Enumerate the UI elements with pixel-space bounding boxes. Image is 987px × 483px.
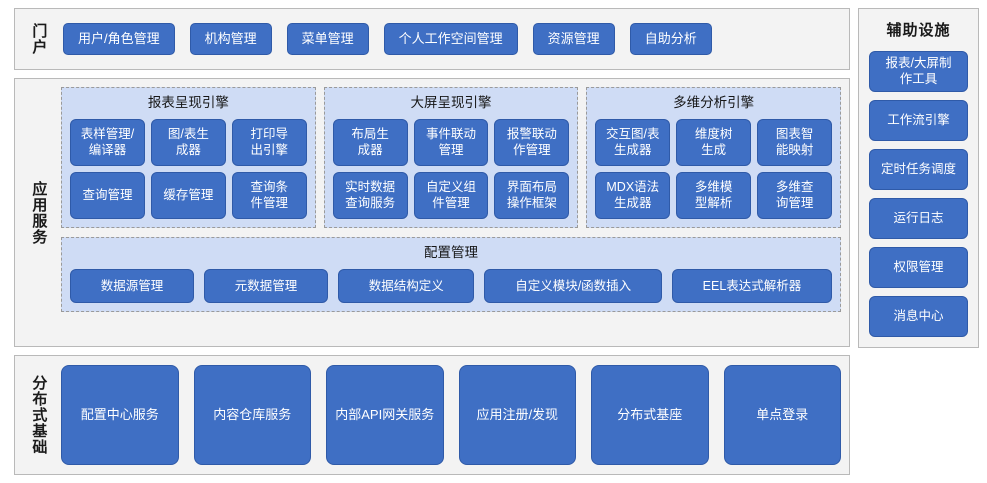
config-management-tiles: 数据源管理 元数据管理 数据结构定义 自定义模块/函数插入 EEL表达式解析器 [70,269,833,304]
distributed-base-tile-app-registry[interactable]: 应用注册/发现 [458,365,576,465]
config-tile-metadata[interactable]: 元数据管理 [203,269,328,304]
auxiliary-tile-message-center[interactable]: 消息中心 [869,296,968,337]
report-engine-tile-query-mgmt[interactable]: 查询管理 [70,172,145,220]
bigscreen-engine-tile-event-linkage[interactable]: 事件联动 管理 [413,119,489,167]
distributed-base-tile-api-gateway[interactable]: 内部API网关服务 [326,365,444,465]
distributed-base-tile-distributed-base[interactable]: 分布式基座 [591,365,709,465]
report-engine-tile-query-condition[interactable]: 查询条 件管理 [231,172,307,220]
olap-engine-tile-smart-mapping[interactable]: 图表智 能映射 [757,119,833,167]
bigscreen-engine-tiles: 布局生 成器 事件联动 管理 报警联动 作管理 实时数据 查询服务 自定义组 件… [332,119,570,220]
app-services-body: 报表呈现引擎 表样管理/ 编译器 图/表生 成器 打印导 出引擎 查询管理 缓存… [61,79,849,346]
olap-engine-tile-dimension-tree[interactable]: 维度树 生成 [676,119,752,167]
portal-items: 用户/角色管理 机构管理 菜单管理 个人工作空间管理 资源管理 自助分析 [61,9,849,69]
portal-item-workspace[interactable]: 个人工作空间管理 [383,23,518,55]
portal-item-organization[interactable]: 机构管理 [189,23,272,55]
report-engine-tile-cache-mgmt[interactable]: 缓存管理 [150,172,226,220]
report-engine-tile-template-editor[interactable]: 表样管理/ 编译器 [70,119,145,167]
engines-row: 报表呈现引擎 表样管理/ 编译器 图/表生 成器 打印导 出引擎 查询管理 缓存… [61,87,842,229]
olap-engine-panel: 多维分析引擎 交互图/表 生成器 维度树 生成 图表智 能映射 MDX语法 生成… [586,87,842,229]
distributed-base-tile-content-repository[interactable]: 内容仓库服务 [193,365,311,465]
distributed-base-items: 配置中心服务 内容仓库服务 内部API网关服务 应用注册/发现 分布式基座 单点… [61,356,849,474]
auxiliary-tile-permission-mgmt[interactable]: 权限管理 [869,247,968,288]
distributed-base-section-label: 分布式基础 [30,375,48,455]
config-tile-data-structure[interactable]: 数据结构定义 [337,269,475,304]
portal-section-label: 门户 [30,23,48,55]
olap-engine-tile-interactive-chart[interactable]: 交互图/表 生成器 [595,119,671,167]
bigscreen-engine-title: 大屏呈现引擎 [410,95,492,110]
portal-item-user-role[interactable]: 用户/角色管理 [63,23,175,55]
olap-engine-tiles: 交互图/表 生成器 维度树 生成 图表智 能映射 MDX语法 生成器 多维模 型… [595,119,833,220]
bigscreen-engine-panel: 大屏呈现引擎 布局生 成器 事件联动 管理 报警联动 作管理 实时数据 查询服务… [323,87,579,229]
bigscreen-engine-tile-realtime-query[interactable]: 实时数据 查询服务 [332,172,408,220]
auxiliary-tile-workflow-engine[interactable]: 工作流引擎 [869,100,968,141]
olap-engine-title: 多维分析引擎 [673,95,755,110]
report-engine-title: 报表呈现引擎 [147,95,229,110]
distributed-base-section: 分布式基础 配置中心服务 内容仓库服务 内部API网关服务 应用注册/发现 分布… [14,355,850,475]
auxiliary-facilities-title: 辅助设施 [886,22,951,39]
portal-item-resource[interactable]: 资源管理 [532,23,615,55]
config-tile-custom-module-function[interactable]: 自定义模块/函数插入 [484,269,662,304]
distributed-base-tile-sso[interactable]: 单点登录 [723,365,841,465]
report-engine-tile-print-export[interactable]: 打印导 出引擎 [231,119,307,167]
bigscreen-engine-tile-alarm-action[interactable]: 报警联动 作管理 [494,119,570,167]
config-management-panel: 配置管理 数据源管理 元数据管理 数据结构定义 自定义模块/函数插入 EEL表达… [61,237,841,313]
auxiliary-facilities-panel: 辅助设施 报表/大屏制 作工具 工作流引擎 定时任务调度 运行日志 权限管理 消… [858,8,979,348]
bigscreen-engine-tile-ui-layout-framework[interactable]: 界面布局 操作框架 [494,172,570,220]
olap-engine-tile-model-parser[interactable]: 多维模 型解析 [676,172,752,220]
config-management-title: 配置管理 [424,245,478,261]
portal-item-self-analysis[interactable]: 自助分析 [629,23,712,55]
auxiliary-tile-runtime-log[interactable]: 运行日志 [869,198,968,239]
portal-item-menu[interactable]: 菜单管理 [286,23,369,55]
olap-engine-tile-query-mgmt[interactable]: 多维查 询管理 [757,172,833,220]
app-services-section-label: 应用服务 [30,180,48,245]
report-engine-tile-chart-generator[interactable]: 图/表生 成器 [150,119,226,167]
app-services-section: 应用服务 报表呈现引擎 表样管理/ 编译器 图/表生 成器 打印导 出引擎 查询… [14,78,850,347]
bigscreen-engine-tile-layout-generator[interactable]: 布局生 成器 [332,119,408,167]
config-tile-datasource[interactable]: 数据源管理 [70,269,194,304]
report-engine-tiles: 表样管理/ 编译器 图/表生 成器 打印导 出引擎 查询管理 缓存管理 查询条 … [70,119,307,220]
report-engine-panel: 报表呈现引擎 表样管理/ 编译器 图/表生 成器 打印导 出引擎 查询管理 缓存… [61,87,316,229]
portal-section: 门户 用户/角色管理 机构管理 菜单管理 个人工作空间管理 资源管理 自助分析 [14,8,850,70]
olap-engine-tile-mdx-generator[interactable]: MDX语法 生成器 [595,172,671,220]
main-column: 门户 用户/角色管理 机构管理 菜单管理 个人工作空间管理 资源管理 自助分析 … [14,8,850,475]
auxiliary-tile-scheduled-task[interactable]: 定时任务调度 [869,149,968,190]
auxiliary-tile-report-bigscreen-tool[interactable]: 报表/大屏制 作工具 [869,51,968,92]
distributed-base-tile-config-center[interactable]: 配置中心服务 [61,365,179,465]
config-tile-eel-expression-parser[interactable]: EEL表达式解析器 [671,269,833,304]
bigscreen-engine-tile-custom-component[interactable]: 自定义组 件管理 [413,172,489,220]
